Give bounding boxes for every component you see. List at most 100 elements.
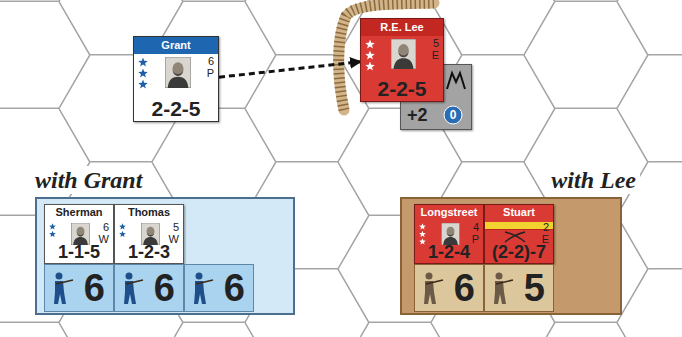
- command-letter: P: [472, 233, 479, 245]
- rank-stars: [364, 39, 376, 72]
- figure-body: [494, 281, 506, 304]
- portrait-head: [147, 227, 155, 237]
- infantry-counter: 6: [114, 264, 184, 312]
- infantry-counter: 5: [484, 264, 554, 312]
- portrait-head: [398, 44, 409, 57]
- figure-body: [124, 281, 136, 304]
- leader-stats: 1-1-5: [45, 242, 113, 262]
- strength-number: 6: [454, 265, 475, 311]
- rank-stars: [137, 57, 149, 90]
- figure-head: [496, 273, 503, 280]
- entrench-symbol: [445, 69, 467, 91]
- leader-portrait: [140, 223, 161, 245]
- figure-rifle: [426, 280, 443, 284]
- portrait-frame: [71, 223, 89, 245]
- command-rating: 5: [433, 37, 439, 49]
- leader-portrait: [440, 223, 461, 245]
- rank-star: [138, 58, 148, 67]
- command-rating: 6: [208, 55, 214, 67]
- leader-portrait: [165, 57, 191, 88]
- leader-name: Stuart: [486, 205, 552, 220]
- rank-star: [419, 231, 426, 237]
- leader-stats: 2-2-5: [134, 97, 218, 120]
- figure-rifle: [126, 280, 143, 284]
- leader-portrait: [391, 39, 416, 69]
- command-letter: E: [432, 49, 439, 61]
- leader-counter: Longstreet4P1-2-4: [414, 204, 484, 264]
- rank-star: [419, 238, 426, 244]
- portrait-head: [447, 227, 455, 237]
- infantry-figure: [420, 269, 444, 307]
- leader-counter: Thomas5W1-2-3: [114, 204, 184, 264]
- infantry-counter: 6: [184, 264, 254, 312]
- leader-stats: (2-2)-7: [485, 242, 553, 262]
- figure-rifle: [496, 280, 513, 284]
- hex-cell: [338, 1, 462, 108]
- rank-star: [365, 51, 375, 60]
- portrait-frame: [441, 223, 459, 245]
- command-rating: 5: [173, 221, 179, 233]
- cavalry-stripe: [485, 222, 553, 230]
- group-heading: with Lee: [547, 166, 640, 194]
- hex-cell: [617, 55, 682, 162]
- infantry-figure: [190, 269, 214, 307]
- leader-stats: 1-2-4: [415, 242, 483, 262]
- counter-stack: with GrantSherman6W1-1-5Thomas5W1-2-3666: [35, 197, 295, 315]
- leader-stats: 1-2-3: [115, 242, 183, 262]
- rank-star: [49, 231, 56, 237]
- strength-number: 6: [154, 265, 175, 311]
- infantry-figure: [120, 269, 144, 307]
- command-letter: W: [169, 233, 179, 245]
- leader-portrait: [70, 223, 91, 245]
- rank-star: [419, 223, 426, 229]
- level-disc: [444, 106, 462, 124]
- rank-star: [365, 62, 375, 71]
- rank-stars: [118, 223, 127, 238]
- command-rating: 6: [103, 221, 109, 233]
- leader-counter: Sherman6W1-1-5: [44, 204, 114, 264]
- infantry-figure: [490, 269, 514, 307]
- command-letter: W: [99, 233, 109, 245]
- strength-number: 6: [84, 265, 105, 311]
- figure-head: [56, 273, 63, 280]
- rank-star: [119, 223, 126, 229]
- leader-counter: Grant6P 2-2-5: [133, 36, 219, 122]
- move-arrow: [219, 62, 360, 77]
- command-letter: P: [207, 67, 214, 79]
- figure-head: [426, 273, 433, 280]
- portrait-head: [77, 227, 85, 237]
- entrench-lines: [447, 73, 465, 89]
- rank-star: [49, 223, 56, 229]
- figure-rifle: [196, 280, 213, 284]
- rank-star: [138, 69, 148, 78]
- strength-number: 6: [224, 265, 245, 311]
- strength-number: 5: [524, 265, 545, 311]
- command-rating: 4: [473, 221, 479, 233]
- leader-name: R.E. Lee: [362, 19, 442, 36]
- portrait-frame: [391, 39, 416, 69]
- counter-stack: with LeeLongstreet4P1-2-4Stuart2E(2-2)-7…: [400, 197, 622, 315]
- leader-name: Longstreet: [416, 205, 482, 220]
- hex-cell: [617, 269, 682, 337]
- portrait-frame: [141, 223, 159, 245]
- leader-stats: 2-2-5: [361, 77, 443, 100]
- crossed-sabres: [503, 231, 527, 243]
- rank-stars: [418, 223, 427, 246]
- group-heading: with Grant: [31, 166, 146, 194]
- figure-head: [126, 273, 133, 280]
- portrait-frame: [165, 57, 191, 88]
- figure-body: [424, 281, 436, 304]
- infantry-counter: 6: [44, 264, 114, 312]
- figure-body: [54, 281, 66, 304]
- portrait-beard: [77, 233, 84, 237]
- leader-name: Grant: [135, 37, 217, 54]
- portrait-beard: [447, 233, 454, 237]
- rank-star: [138, 80, 148, 89]
- leader-counter: R.E. Lee5E 2-2-5: [360, 18, 444, 102]
- figure-body: [194, 281, 206, 304]
- rank-star: [365, 40, 375, 49]
- portrait-beard: [173, 71, 183, 76]
- rank-star: [119, 231, 126, 237]
- hex-cell: [617, 0, 682, 55]
- leader-counter: Stuart2E(2-2)-7: [484, 204, 554, 264]
